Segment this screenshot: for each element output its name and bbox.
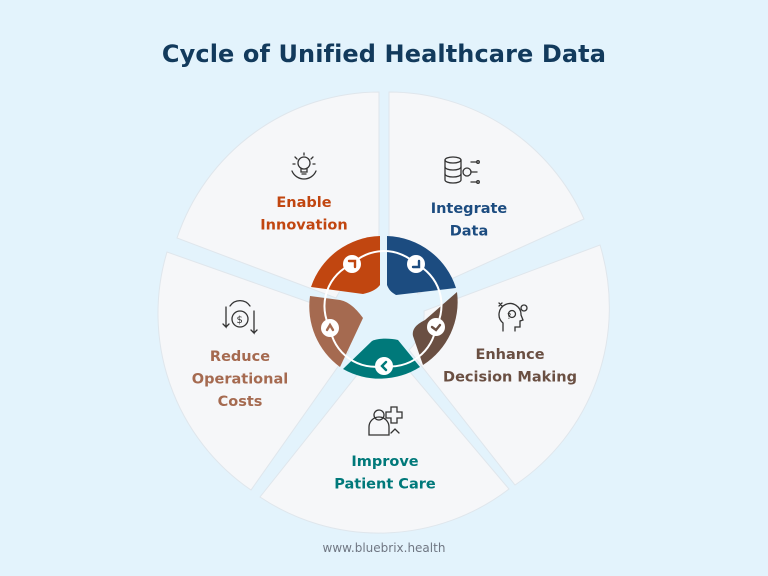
arrow-knobs xyxy=(321,255,445,375)
dollar-coin-down-arrows-icon: $ xyxy=(222,300,258,335)
segment-label-line: Reduce xyxy=(210,349,270,365)
lightbulb-gear-icon xyxy=(291,152,317,180)
svg-text:?: ? xyxy=(507,312,511,321)
segment-label-line: Innovation xyxy=(260,218,347,234)
segment-label-line: Data xyxy=(450,224,489,240)
head-gears-question-icon: ? xyxy=(498,302,528,332)
knob-innovation xyxy=(343,255,361,273)
database-gear-icon xyxy=(444,156,480,184)
knob-integrate xyxy=(407,255,425,273)
segment-label-line: Integrate xyxy=(431,201,508,217)
knob-decision xyxy=(427,318,445,336)
knob-costs xyxy=(321,319,339,337)
segment-label-line: Patient Care xyxy=(334,477,436,493)
outer-segments xyxy=(157,91,610,534)
page-title: Cycle of Unified Healthcare Data xyxy=(161,40,607,68)
segment-label-line: Enhance xyxy=(475,347,544,363)
footer-url: www.bluebrix.health xyxy=(322,541,446,555)
svg-text:$: $ xyxy=(237,315,243,326)
segment-label-line: Improve xyxy=(351,454,418,470)
segment-label-line: Operational xyxy=(192,372,288,388)
patient-medical-cross-icon xyxy=(368,406,403,436)
segment-label-line: Costs xyxy=(218,394,263,410)
knob-patient xyxy=(375,357,393,375)
segment-label-line: Decision Making xyxy=(443,370,577,386)
segment-label-line: Enable xyxy=(276,195,331,211)
